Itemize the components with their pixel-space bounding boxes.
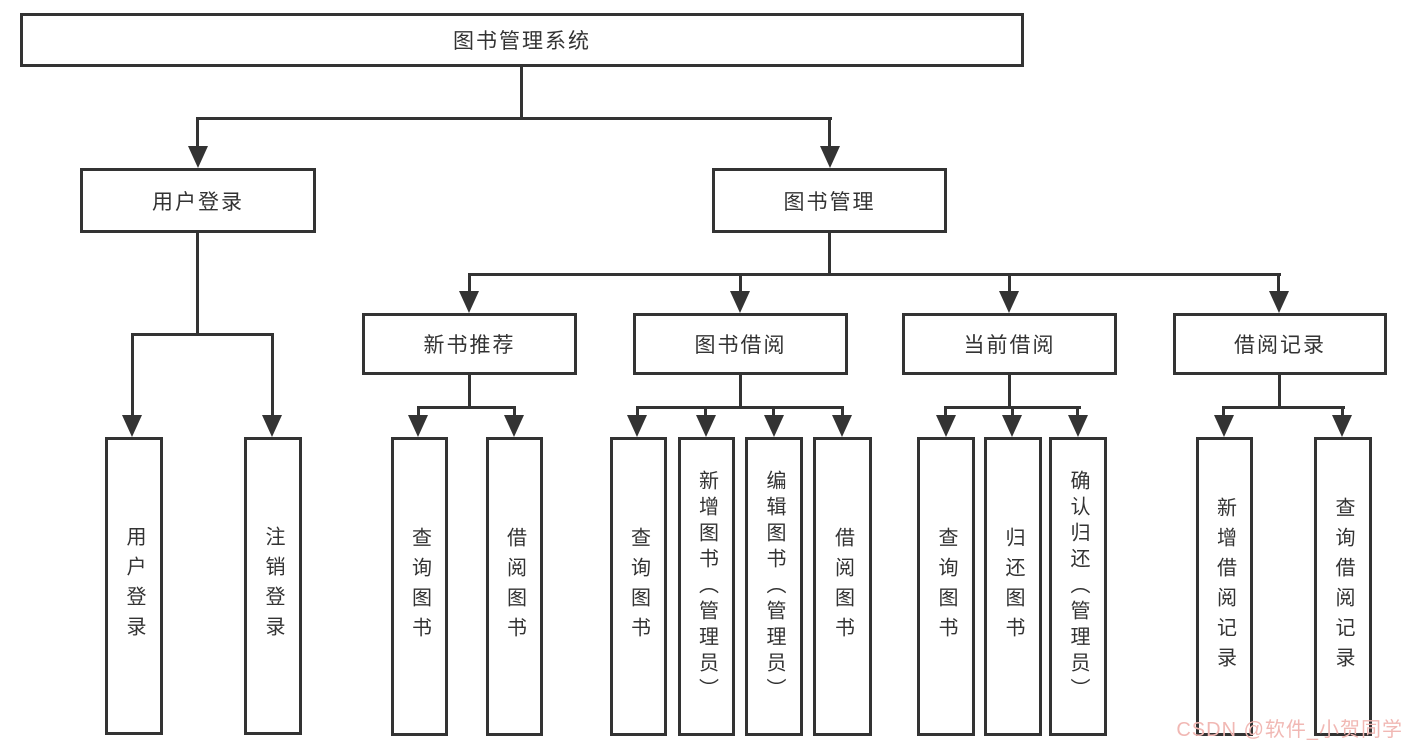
- node-label: 新书推荐: [423, 334, 516, 357]
- connector-line: [131, 333, 134, 417]
- connector-line: [1011, 406, 1014, 418]
- node-label: 当前借阅: [963, 334, 1056, 357]
- arrow-down-icon: [188, 146, 208, 168]
- connector-line: [1076, 406, 1079, 418]
- connector-line: [704, 406, 707, 418]
- connector-line: [636, 406, 844, 409]
- leaf-query-books-2: 查询图书: [610, 437, 667, 736]
- connector-line: [1008, 374, 1011, 409]
- leaf-add-borrow-record: 新增借阅记录: [1196, 437, 1253, 736]
- leaf-query-borrow-record: 查询借阅记录: [1314, 437, 1372, 736]
- node-book-borrow: 图书借阅: [633, 313, 848, 375]
- connector-line: [468, 273, 471, 293]
- leaf-confirm-return-admin: 确认归还（管理员）: [1049, 437, 1107, 736]
- watermark-text: CSDN @软件_小贺同学: [1176, 719, 1403, 741]
- arrow-down-icon: [408, 415, 428, 437]
- leaf-return-books: 归还图书: [984, 437, 1042, 736]
- connector-line: [131, 333, 274, 336]
- node-label: 查询借阅记录: [1332, 496, 1354, 677]
- leaf-user-login: 用户登录: [105, 437, 163, 735]
- connector-line: [828, 233, 831, 276]
- connector-line: [196, 117, 832, 120]
- connector-line: [944, 406, 947, 418]
- node-label: 查询图书: [935, 526, 957, 647]
- connector-line: [1277, 273, 1280, 293]
- arrow-down-icon: [764, 415, 784, 437]
- arrow-down-icon: [122, 415, 142, 437]
- connector-line: [196, 117, 199, 148]
- node-label: 新增借阅记录: [1213, 496, 1236, 677]
- connector-line: [468, 273, 1281, 276]
- connector-line: [841, 406, 844, 418]
- node-borrow-records: 借阅记录: [1173, 313, 1387, 375]
- connector-line: [739, 273, 742, 293]
- connector-line: [417, 406, 420, 418]
- connector-line: [1278, 374, 1281, 409]
- node-label: 注销登录: [262, 526, 284, 646]
- leaf-query-books-3: 查询图书: [917, 437, 975, 736]
- arrow-down-icon: [459, 291, 479, 313]
- connector-line: [1008, 273, 1011, 293]
- arrow-down-icon: [999, 291, 1019, 313]
- node-label: 确认归还（管理员）: [1067, 469, 1089, 704]
- node-book-management: 图书管理: [712, 168, 947, 233]
- arrow-down-icon: [730, 291, 750, 313]
- connector-line: [513, 406, 516, 418]
- connector-line: [271, 333, 274, 417]
- node-label: 用户登录: [123, 526, 145, 646]
- arrow-down-icon: [504, 415, 524, 437]
- node-user-login: 用户登录: [80, 168, 316, 233]
- node-label: 用户登录: [152, 190, 244, 214]
- connector-line: [417, 406, 516, 409]
- node-new-book-recommend: 新书推荐: [362, 313, 577, 375]
- arrow-down-icon: [696, 415, 716, 437]
- connector-line: [828, 117, 831, 148]
- node-label: 图书管理: [783, 190, 876, 214]
- node-label: 查询图书: [627, 526, 650, 647]
- connector-line: [636, 406, 639, 418]
- connector-line: [772, 406, 775, 418]
- connector-line: [739, 374, 742, 409]
- node-label: 归还图书: [1002, 526, 1024, 647]
- node-label: 借阅记录: [1234, 334, 1326, 357]
- leaf-query-books-1: 查询图书: [391, 437, 448, 736]
- node-label: 编辑图书（管理员）: [763, 469, 785, 704]
- connector-line: [468, 374, 471, 409]
- arrow-down-icon: [820, 146, 840, 168]
- node-current-borrow: 当前借阅: [902, 313, 1117, 375]
- arrow-down-icon: [262, 415, 282, 437]
- arrow-down-icon: [1332, 415, 1352, 437]
- connector-line: [1341, 406, 1344, 418]
- node-label: 借阅图书: [503, 526, 526, 647]
- leaf-edit-book-admin: 编辑图书（管理员）: [745, 437, 803, 736]
- node-library-system: 图书管理系统: [20, 13, 1024, 67]
- arrow-down-icon: [1269, 291, 1289, 313]
- node-label: 查询图书: [408, 526, 431, 647]
- connector-line: [1222, 406, 1225, 418]
- leaf-add-book-admin: 新增图书（管理员）: [678, 437, 735, 736]
- arrow-down-icon: [936, 415, 956, 437]
- node-label: 借阅图书: [831, 526, 854, 647]
- leaf-borrow-books-1: 借阅图书: [486, 437, 543, 736]
- connector-line: [520, 67, 523, 120]
- node-label: 图书管理系统: [453, 30, 591, 53]
- connector-line: [196, 233, 199, 336]
- arrow-down-icon: [1214, 415, 1234, 437]
- connector-line: [1222, 406, 1345, 409]
- leaf-borrow-books-2: 借阅图书: [813, 437, 872, 736]
- node-label: 图书借阅: [694, 334, 787, 357]
- arrow-down-icon: [1002, 415, 1022, 437]
- node-label: 新增图书（管理员）: [695, 469, 718, 704]
- arrow-down-icon: [832, 415, 852, 437]
- arrow-down-icon: [1068, 415, 1088, 437]
- leaf-logout-login: 注销登录: [244, 437, 302, 735]
- arrow-down-icon: [627, 415, 647, 437]
